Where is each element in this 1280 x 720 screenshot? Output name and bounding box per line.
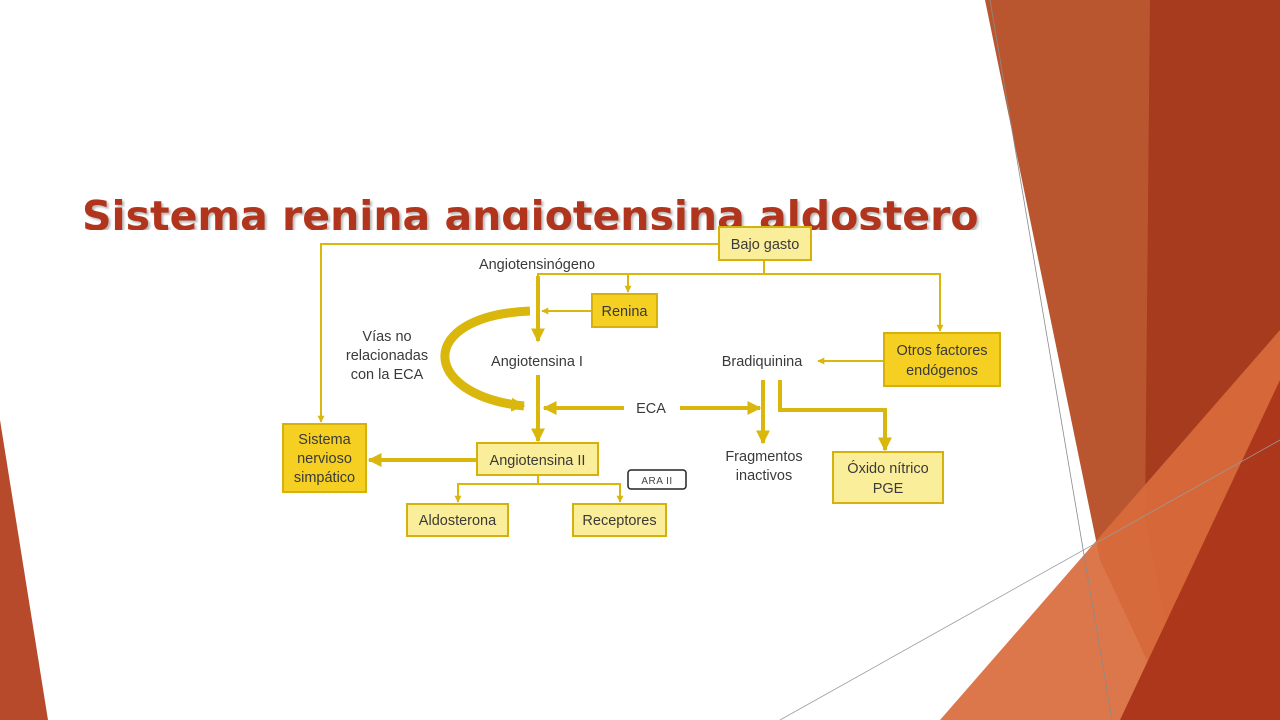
arrow-to-aldosterona: [454, 483, 538, 503]
decor-shape-left: [0, 420, 48, 720]
decor-shape-deep: [1120, 380, 1280, 720]
node-sistema-nervioso-line-2: nervioso: [297, 451, 352, 467]
label-vias-line-3: con la ECA: [351, 367, 424, 383]
thick-connectors: [367, 276, 892, 467]
node-receptores-label: Receptores: [582, 513, 656, 529]
node-oxido-nitrico-line-1: Óxido nítrico: [847, 460, 928, 477]
label-vias-line-2: relacionadas: [346, 348, 428, 364]
node-otros-factores: Otros factores endógenos: [883, 332, 1001, 387]
node-oxido-nitrico: Óxido nítrico PGE: [832, 451, 944, 504]
arrow-vias-no-relacionadas: [440, 306, 531, 412]
label-fragmentos-line-1: Fragmentos: [725, 449, 802, 465]
badge-ara-ii-label: ARA II: [641, 476, 672, 487]
decor-line-2: [779, 439, 1280, 720]
decor-line-1: [989, 0, 1113, 720]
label-vias-line-1: Vías no: [362, 329, 411, 345]
node-aldosterona-label: Aldosterona: [419, 513, 497, 529]
label-fragmentos-line-2: inactivos: [736, 468, 792, 484]
node-renina-label: Renina: [602, 304, 649, 320]
badge-ara-ii: ARA II: [627, 469, 687, 490]
node-renina: Renina: [591, 293, 658, 328]
node-angiotensina-ii-label: Angiotensina II: [490, 453, 586, 469]
node-aldosterona: Aldosterona: [406, 503, 509, 537]
node-otros-factores-line-1: Otros factores: [896, 343, 987, 359]
node-bajo-gasto: Bajo gasto: [718, 226, 812, 261]
node-otros-factores-line-2: endógenos: [906, 363, 978, 379]
label-eca: ECA: [636, 401, 666, 417]
node-receptores: Receptores: [572, 503, 667, 537]
node-sistema-nervioso: Sistema nervioso simpático: [282, 423, 367, 493]
label-angiotensina-i: Angiotensina I: [491, 354, 583, 370]
node-oxido-nitrico-line-2: PGE: [873, 481, 904, 497]
label-angiotensinogeno: Angiotensinógeno: [479, 257, 595, 273]
node-sistema-nervioso-line-1: Sistema: [298, 432, 351, 448]
line-bajo-gasto-to-angiotensinogeno: [537, 273, 764, 282]
node-sistema-nervioso-line-3: simpático: [294, 470, 355, 486]
node-angiotensina-ii: Angiotensina II: [476, 442, 599, 476]
arrow-bajo-gasto-to-otros: [764, 273, 944, 332]
node-bajo-gasto-label: Bajo gasto: [731, 237, 800, 253]
label-bradiquinina: Bradiquinina: [722, 354, 804, 370]
arrow-to-receptores: [538, 483, 624, 503]
arrow-bajo-gasto-to-sistema: [317, 243, 719, 423]
slide-title: Sistema renina angiotensina aldosterona: [82, 192, 982, 230]
arrow-bradiquinina-to-oxido: [778, 380, 892, 452]
